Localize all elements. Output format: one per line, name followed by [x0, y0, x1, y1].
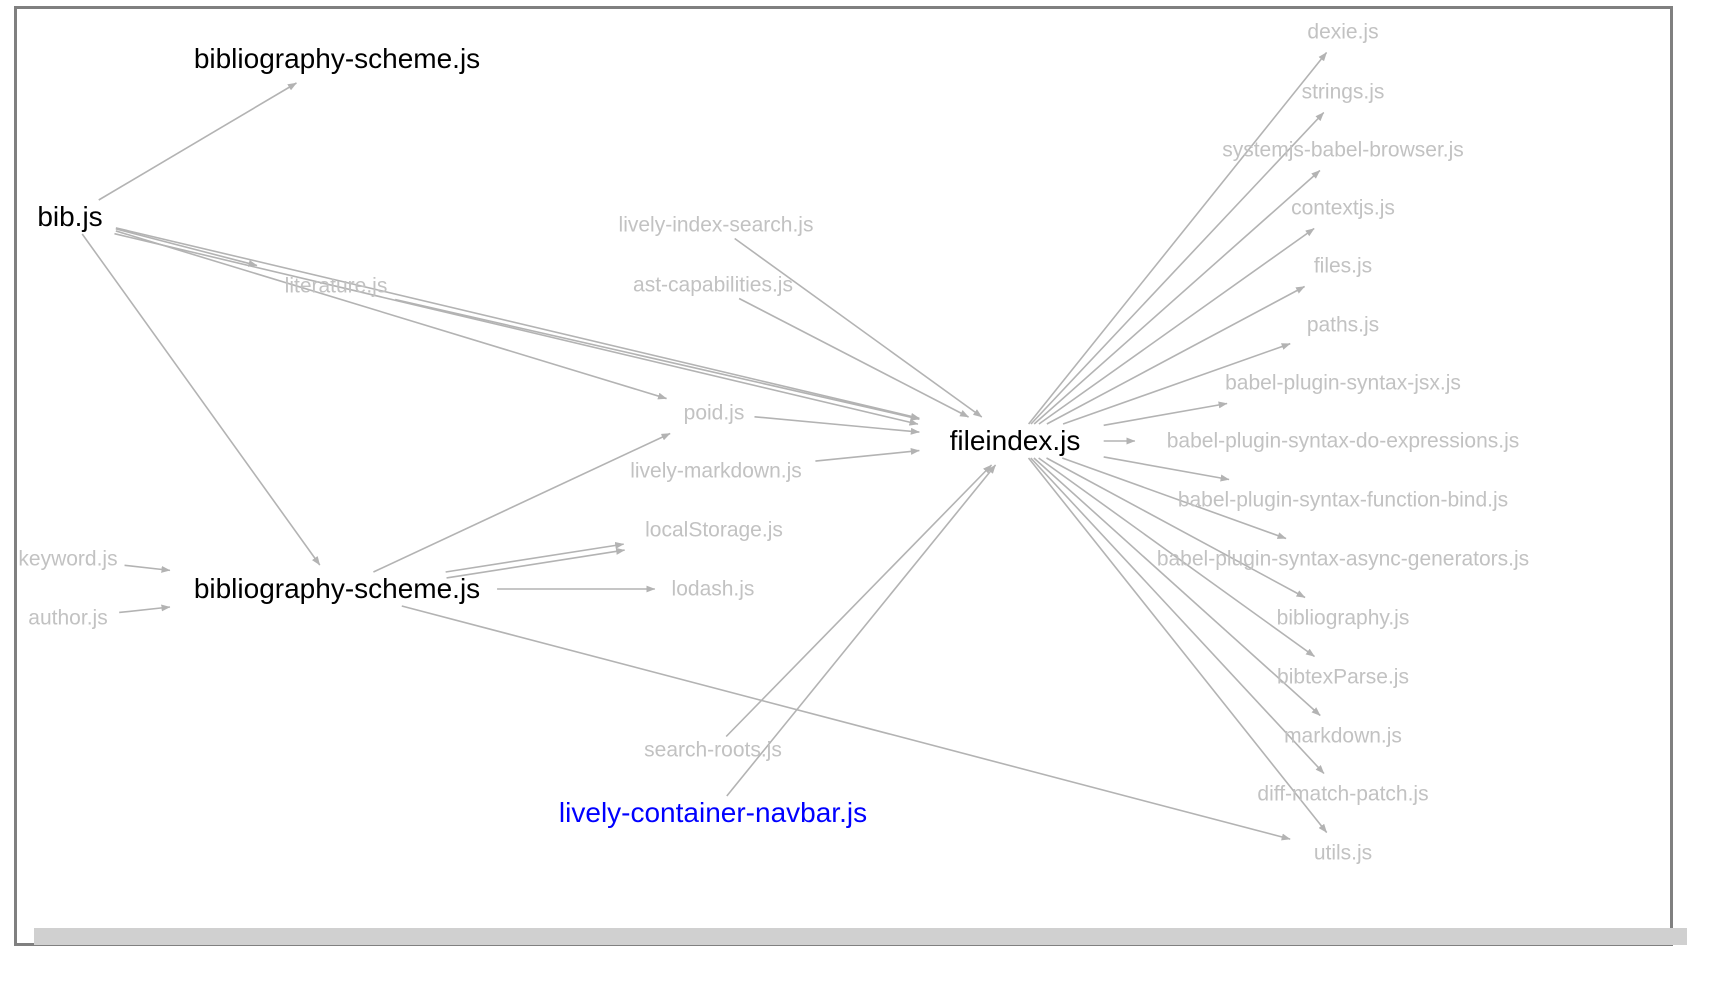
graph-node-contextjs[interactable]: contextjs.js	[1291, 196, 1395, 220]
graph-node-bibtex_parse[interactable]: bibtexParse.js	[1277, 665, 1409, 689]
graph-edge	[401, 605, 1291, 841]
graph-node-ast_capabilities[interactable]: ast-capabilities.js	[633, 273, 793, 297]
graph-node-search_roots[interactable]: search-roots.js	[644, 738, 782, 762]
horizontal-scrollbar[interactable]	[34, 928, 1687, 945]
graph-node-lodash[interactable]: lodash.js	[671, 577, 755, 601]
graph-edge	[754, 415, 920, 435]
graph-node-bp_do_expr[interactable]: babel-plugin-syntax-do-expressions.js	[1166, 429, 1520, 453]
graph-node-bibliography[interactable]: bibliography.js	[1276, 606, 1410, 630]
graph-edge	[445, 541, 625, 573]
graph-edge	[725, 464, 993, 738]
graph-edge	[815, 447, 920, 462]
graph-edge	[119, 604, 171, 614]
graph-edge	[1046, 457, 1306, 599]
graph-node-files[interactable]: files.js	[1313, 254, 1373, 278]
graph-node-bp_fn_bind[interactable]: babel-plugin-syntax-function-bind.js	[1177, 488, 1509, 512]
graph-node-author[interactable]: author.js	[28, 606, 108, 630]
graph-edge	[1038, 227, 1315, 425]
graph-node-bibscheme_top[interactable]: bibliography-scheme.js	[193, 43, 481, 74]
graph-edge	[726, 464, 997, 797]
graph-viewport-frame: bib.js bibliography-scheme.js bibliography…	[14, 6, 1687, 946]
graph-edge	[115, 230, 667, 400]
graph-edge	[1033, 169, 1321, 425]
graph-edge	[394, 298, 920, 421]
graph-node-lively_markdown[interactable]: lively-markdown.js	[630, 459, 802, 483]
graph-edge	[115, 228, 258, 267]
graph-node-strings[interactable]: strings.js	[1301, 80, 1385, 104]
graph-edge	[115, 227, 920, 420]
graph-edge	[98, 82, 297, 201]
graph-edge	[1027, 457, 1328, 833]
graph-node-diff_match_patch[interactable]: diff-match-patch.js	[1257, 782, 1429, 806]
graph-node-bp_jsx[interactable]: babel-plugin-syntax-jsx.js	[1225, 371, 1461, 395]
graph-edge	[1030, 111, 1325, 425]
graph-edge	[1103, 456, 1230, 482]
graph-edge	[1030, 457, 1325, 775]
graph-node-keyword[interactable]: keyword.js	[18, 547, 118, 571]
graph-node-lively_index_search[interactable]: lively-index-search.js	[618, 213, 814, 237]
graph-node-poid[interactable]: poid.js	[683, 401, 745, 425]
graph-canvas[interactable]: bib.js bibliography-scheme.js bibliography…	[17, 9, 1670, 943]
graph-node-utils[interactable]: utils.js	[1313, 841, 1373, 865]
graph-edge	[734, 237, 983, 418]
graph-node-bib[interactable]: bib.js	[37, 201, 103, 232]
graph-edge	[1046, 285, 1306, 425]
graph-edge	[1103, 401, 1228, 427]
graph-edge	[1061, 457, 1287, 540]
horizontal-scrollbar-thumb[interactable]	[34, 928, 1687, 945]
graph-edge	[1033, 457, 1321, 717]
graph-edge	[1038, 457, 1315, 658]
graph-node-bibscheme_bottom[interactable]: bibliography-scheme.js	[193, 573, 481, 604]
graph-edge	[446, 547, 626, 579]
graph-edge	[373, 432, 671, 573]
dependency-graph-svg	[81, 51, 1328, 841]
graph-node-bp_async_gen[interactable]: babel-plugin-syntax-async-generators.js	[1156, 547, 1530, 571]
graph-edge	[1062, 342, 1291, 425]
graph-edge	[738, 297, 969, 418]
graph-node-local_storage[interactable]: localStorage.js	[645, 518, 783, 542]
graph-node-fileindex[interactable]: fileindex.js	[949, 425, 1081, 456]
graph-edge	[124, 564, 171, 573]
graph-edge	[81, 233, 321, 566]
graph-node-paths[interactable]: paths.js	[1306, 313, 1380, 337]
graph-edge	[114, 232, 919, 426]
graph-node-markdown[interactable]: markdown.js	[1284, 724, 1402, 748]
graph-edge	[1028, 51, 1328, 425]
graph-node-dexie[interactable]: dexie.js	[1307, 20, 1379, 44]
graph-node-navbar[interactable]: lively-container-navbar.js	[558, 797, 868, 828]
clipped-pane-above: · · · · · ·	[0, 0, 1709, 5]
graph-node-literature[interactable]: literature.js	[284, 274, 388, 298]
graph-node-systemjs_babel[interactable]: systemjs-babel-browser.js	[1222, 138, 1464, 162]
clipped-text: · · · · · ·	[228, 0, 279, 5]
